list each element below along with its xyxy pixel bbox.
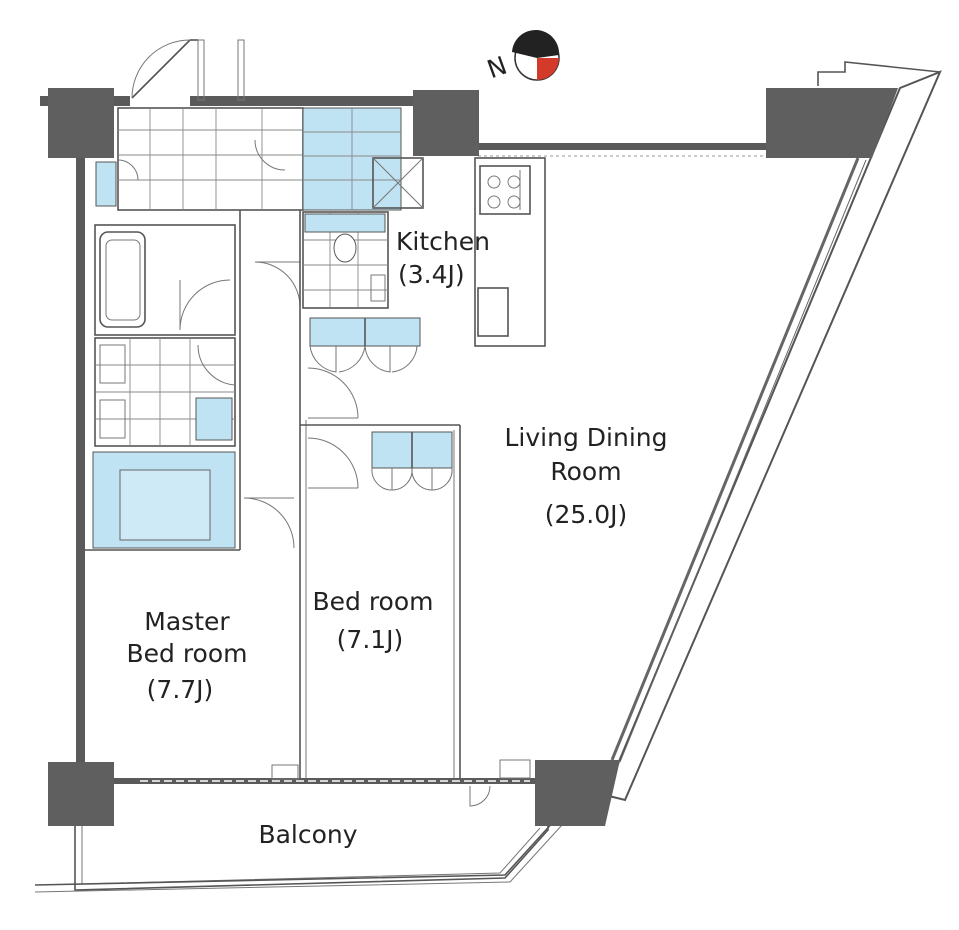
kitchen-label: Kitchen — [396, 227, 490, 256]
outer-walls — [34, 61, 942, 893]
master-label-line1: Master — [144, 607, 230, 636]
master-label-line2: Bed room — [126, 639, 247, 668]
entry-tiles — [95, 107, 304, 211]
kitchen-size: (3.4J) — [398, 260, 465, 289]
compass-label: N — [483, 51, 510, 85]
bathroom — [94, 224, 236, 447]
interior-walls — [85, 210, 531, 807]
north-compass: N — [483, 29, 560, 85]
entrance-door — [131, 39, 245, 101]
pillars — [48, 88, 898, 826]
balcony-label: Balcony — [258, 820, 357, 849]
kitchen-fixtures — [309, 157, 546, 373]
living-size: (25.0J) — [545, 500, 628, 529]
bedroom-size: (7.1J) — [337, 625, 404, 654]
master-size: (7.7J) — [147, 675, 214, 704]
living-label-line2: Room — [550, 457, 621, 486]
closets — [92, 431, 453, 549]
toilet-area — [254, 107, 402, 309]
bedroom-label: Bed room — [312, 587, 433, 616]
living-label-line1: Living Dining — [505, 423, 668, 452]
